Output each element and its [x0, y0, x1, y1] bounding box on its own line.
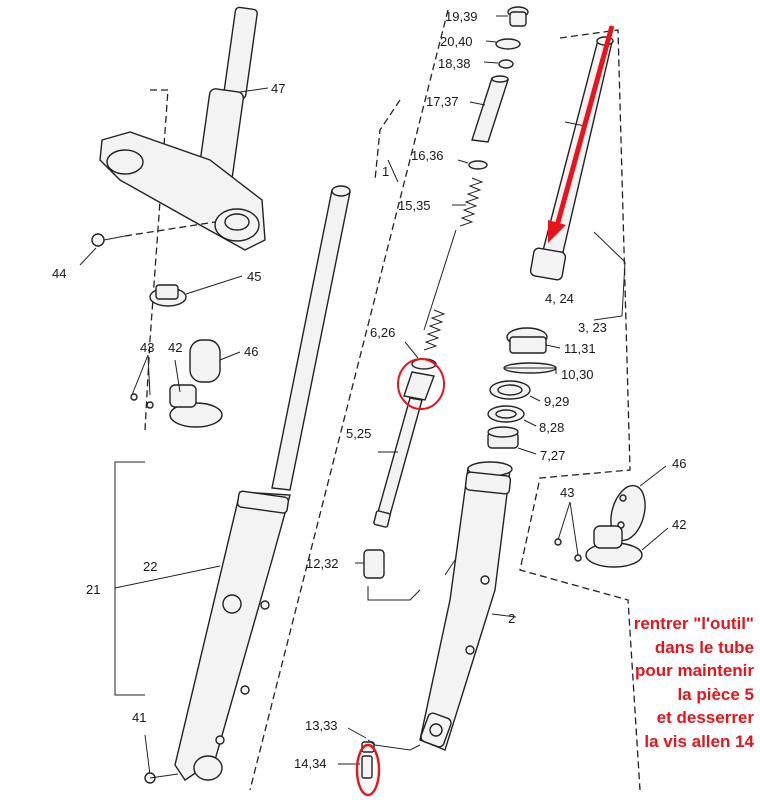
note-line-5: et desserrer [656, 708, 754, 727]
label-8-28: 8,28 [539, 420, 564, 435]
label-7-27: 7,27 [540, 448, 565, 463]
dashed-boundaries [144, 9, 641, 791]
label-12-32: 12,32 [306, 556, 339, 571]
label-43-right: 43 [560, 485, 574, 500]
label-11-31: 11,31 [564, 341, 596, 356]
label-13-33: 13,33 [305, 718, 338, 733]
note-line-2: dans le tube [654, 637, 754, 657]
label-44: 44 [52, 266, 66, 281]
note-line-4: la pièce 5 [677, 684, 754, 704]
highlight-bolt-14 [355, 743, 381, 797]
label-2: 2 [508, 611, 515, 626]
label-1: 1 [382, 164, 389, 179]
label-5-25: 5,25 [346, 426, 371, 441]
label-15-35: 15,35 [398, 198, 431, 213]
clamp-cluster-right [554, 465, 669, 568]
label-6-26: 6,26 [370, 325, 395, 340]
note-line-1: rentrer "l'outil" [633, 614, 754, 633]
red-arrow [548, 25, 615, 243]
clamp-cluster-left [130, 339, 241, 428]
label-46-left: 46 [244, 344, 258, 359]
label-16-36: 16,36 [411, 148, 444, 163]
note-line-3: pour maintenir [634, 661, 754, 680]
bolt-44 [79, 221, 216, 266]
right-fork-leg [419, 461, 513, 751]
label-21: 21 [86, 582, 100, 597]
label-46-right: 46 [672, 456, 686, 471]
label-47: 47 [271, 81, 285, 96]
label-18-38: 18,38 [438, 56, 471, 71]
label-3-23: 3, 23 [578, 320, 607, 335]
inner-tube [529, 36, 626, 321]
label-14-34: 14,34 [294, 756, 327, 771]
label-22: 22 [143, 559, 157, 574]
label-4-24: 4, 24 [545, 291, 574, 306]
label-19-39: 19,39 [445, 9, 478, 24]
label-45: 45 [247, 269, 261, 284]
label-20-40: 20,40 [440, 34, 473, 49]
left-fork-leg [174, 185, 351, 781]
label-42-left: 42 [168, 340, 182, 355]
highlight-piece-6 [397, 358, 445, 410]
triple-clamp-assembly [99, 6, 266, 251]
label-10-30: 10,30 [561, 367, 594, 382]
label-9-29: 9,29 [544, 394, 569, 409]
note-line-6: la vis allen 14 [644, 731, 754, 751]
annotation-note: rentrer "l'outil" dans le tube pour main… [548, 612, 754, 753]
label-42-right: 42 [672, 517, 686, 532]
label-17-37: 17,37 [426, 94, 459, 109]
part-labels: 47 44 45 43 42 46 21 22 41 19,39 20,40 1… [52, 9, 686, 771]
washer-45 [149, 275, 243, 307]
label-41: 41 [132, 710, 146, 725]
bushing-stack [487, 327, 561, 455]
label-43-left: 43 [140, 340, 154, 355]
